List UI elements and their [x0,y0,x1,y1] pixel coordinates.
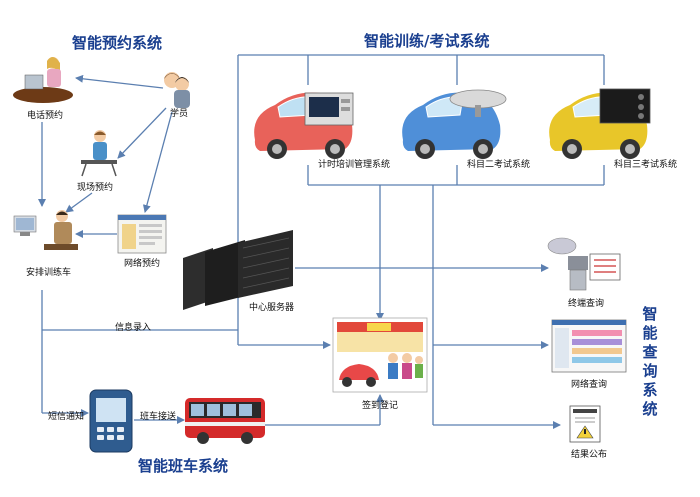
checkin-label: 签到登记 [362,401,399,411]
onsite-booking-label: 现场预约 [77,183,114,193]
timer-training-car [254,92,354,159]
shuttle-bus-icon [185,398,265,444]
terminal-query-icon [547,237,621,291]
sms-phone-icon [89,389,133,453]
phone-booking-label: 电话预约 [27,111,64,121]
shuttle-pickup-label: 班车接送 [140,412,177,422]
results-label: 结果公布 [571,450,608,460]
central-server-label: 中心服务器 [249,303,295,313]
timer-system-label: 计时培训管理系统 [318,160,391,170]
query-system-title: 智能查询系统 [642,305,658,418]
student-icon [164,72,190,108]
arrange-car-label: 安排训练车 [26,268,72,278]
training-system-title: 智能训练/考试系统 [364,32,490,50]
web-query-screen [551,319,627,373]
onsite-booking-icon [81,130,117,177]
subject3-exam-car [549,88,651,159]
web-query-label: 网络查询 [571,380,608,390]
phone-booking-icon [13,56,73,103]
checkin-booth-icon [332,317,428,393]
reservation-system-title: 智能预约系统 [72,34,163,52]
arrange-car-icon [13,210,78,250]
subject2-exam-car [402,89,507,159]
info-entry-label: 信息录入 [115,323,152,333]
results-notice-icon [569,405,601,443]
central-server-icon [183,230,293,310]
connector-lines [38,54,605,429]
terminal-query-label: 终端查询 [568,299,605,309]
subject2-label: 科目二考试系统 [467,160,531,170]
subject3-label: 科目三考试系统 [614,160,678,170]
web-booking-screen [117,214,167,254]
shuttle-system-title: 智能班车系统 [138,457,229,475]
student-label: 学员 [170,109,189,119]
web-booking-label: 网络预约 [124,259,161,269]
sms-notice-label: 短信通知 [48,412,85,422]
